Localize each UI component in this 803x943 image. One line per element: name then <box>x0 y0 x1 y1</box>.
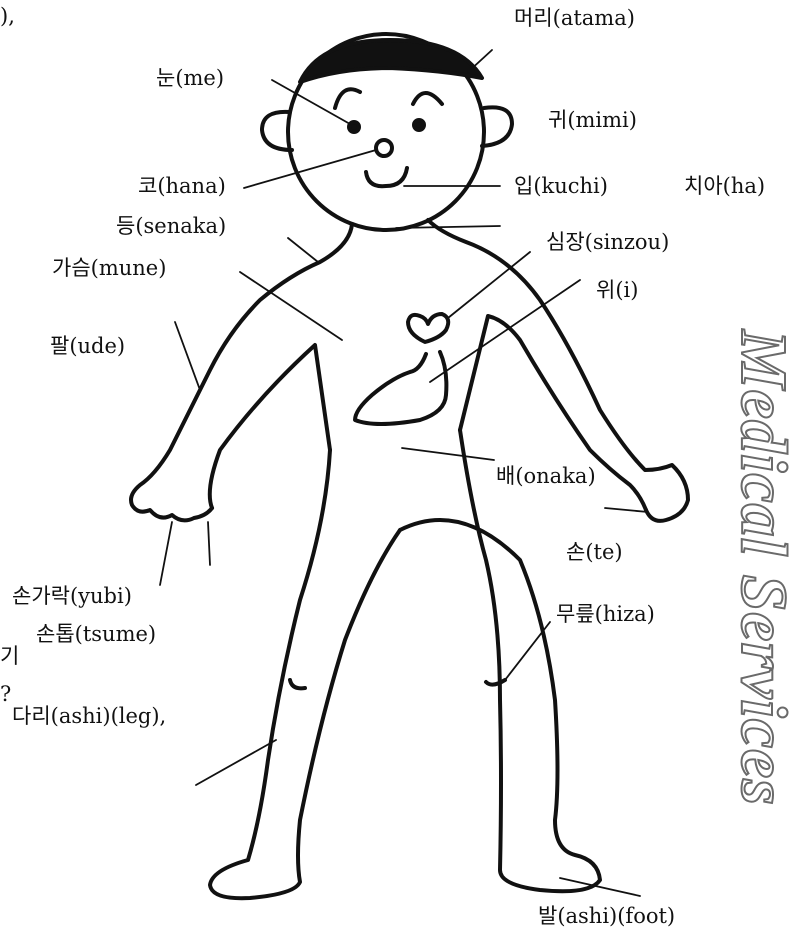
leader-yubi <box>160 522 172 585</box>
leader-hiza <box>505 622 550 680</box>
hair <box>300 40 482 82</box>
watermark-text: Medical Services <box>730 330 796 806</box>
right-eyebrow <box>413 93 442 104</box>
leader-onaka <box>402 448 494 460</box>
leader-te <box>605 508 648 512</box>
fragment-left-gi: 기 <box>0 646 19 667</box>
fragment-top-left: ), <box>0 6 15 27</box>
label-me: 눈(me) <box>156 68 224 89</box>
mouth <box>366 168 407 186</box>
label-senaka: 등(senaka) <box>116 216 226 237</box>
stomach <box>355 352 446 424</box>
right-knee <box>486 680 505 685</box>
label-ashi-leg: 다리(ashi)(leg), <box>12 706 166 727</box>
label-mune: 가슴(mune) <box>52 258 166 279</box>
right-torso-leg <box>400 430 600 891</box>
leader-senaka <box>288 238 318 262</box>
right-ear <box>482 107 512 146</box>
label-mimi: 귀(mimi) <box>548 110 637 131</box>
label-tsume: 손톱(tsume) <box>36 624 156 645</box>
fragment-left-q: ? <box>0 684 11 705</box>
leader-atama <box>468 50 492 72</box>
label-hiza: 무릎(hiza) <box>556 604 655 625</box>
label-ashi-foot: 발(ashi)(foot) <box>538 906 675 927</box>
label-te: 손(te) <box>566 542 623 563</box>
leader-ude <box>175 322 200 390</box>
label-yubi: 손가락(yubi) <box>12 586 132 607</box>
left-knee <box>290 680 305 688</box>
heart <box>408 314 448 342</box>
right-eye <box>414 120 424 130</box>
nose <box>376 140 392 156</box>
label-kuchi: 입(kuchi) <box>514 176 608 197</box>
leader-tsume <box>208 522 210 565</box>
label-ude: 팔(ude) <box>50 336 125 357</box>
label-sinzou: 심장(sinzou) <box>546 232 669 253</box>
leader-hana <box>244 150 376 188</box>
left-torso-leg <box>210 450 400 898</box>
label-hana: 코(hana) <box>138 176 226 197</box>
label-onaka: 배(onaka) <box>496 466 596 487</box>
label-atama: 머리(atama) <box>514 8 635 29</box>
leader-sinzou <box>448 252 530 318</box>
left-arm-inner <box>210 345 330 508</box>
left-eyebrow <box>335 89 360 108</box>
label-i: 위(i) <box>596 280 638 301</box>
label-ha: 치아(ha) <box>684 176 765 197</box>
